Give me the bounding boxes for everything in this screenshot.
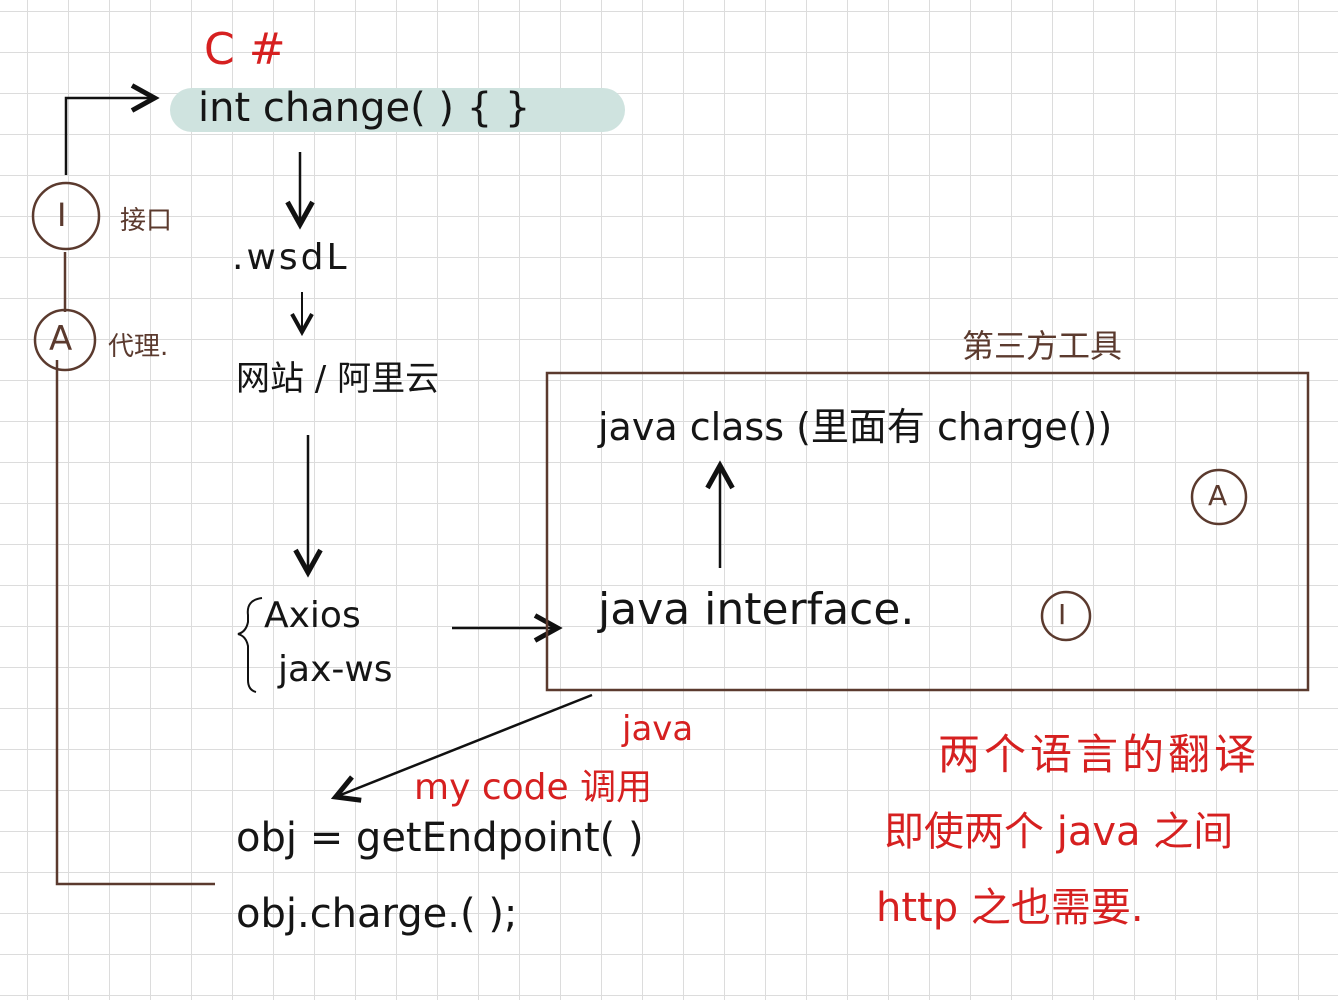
tools-brace bbox=[237, 597, 263, 693]
interface-circle bbox=[31, 181, 101, 251]
tool-jaxws: jax-ws bbox=[278, 649, 393, 690]
third-party-title: 第三方工具 bbox=[962, 327, 1123, 365]
code-line-1: obj = getEndpoint( ) bbox=[236, 815, 644, 861]
my-code-label: my code 调用 bbox=[414, 767, 653, 808]
interface-marker-circle bbox=[1040, 590, 1092, 642]
lang-label: C # bbox=[204, 24, 286, 75]
java-interface-label: java interface. bbox=[598, 584, 915, 635]
java-class-label: java class (里面有 charge()) bbox=[598, 405, 1113, 449]
feedback-loop-line bbox=[55, 360, 215, 886]
signature-highlight bbox=[170, 88, 625, 132]
code-line-2: obj.charge.( ); bbox=[236, 891, 518, 937]
interface-note: 接口 bbox=[120, 206, 173, 236]
site-label: 网站 / 阿里云 bbox=[236, 359, 440, 399]
note-line-1: 两个语言的翻译 bbox=[938, 730, 1261, 779]
note-line-2: 即使两个 java 之间 bbox=[884, 809, 1234, 855]
proxy-marker-letter: A bbox=[1208, 479, 1228, 512]
top-arrow-line bbox=[64, 98, 152, 175]
arrow-box-to-code bbox=[338, 693, 593, 796]
note-line-3: http 之也需要. bbox=[876, 885, 1144, 931]
tool-axios: Axios bbox=[264, 595, 361, 636]
wsdl-label: .wsdL bbox=[232, 237, 350, 278]
method-signature: int change( ) { } bbox=[198, 85, 531, 131]
interface-marker-letter: I bbox=[1058, 598, 1067, 631]
third-party-box bbox=[545, 371, 1310, 692]
proxy-note: 代理. bbox=[108, 332, 169, 362]
java-label: java bbox=[622, 709, 694, 749]
interface-letter: I bbox=[57, 196, 67, 234]
proxy-letter: A bbox=[49, 319, 73, 359]
proxy-marker-circle bbox=[1190, 468, 1248, 526]
proxy-circle bbox=[33, 308, 97, 372]
